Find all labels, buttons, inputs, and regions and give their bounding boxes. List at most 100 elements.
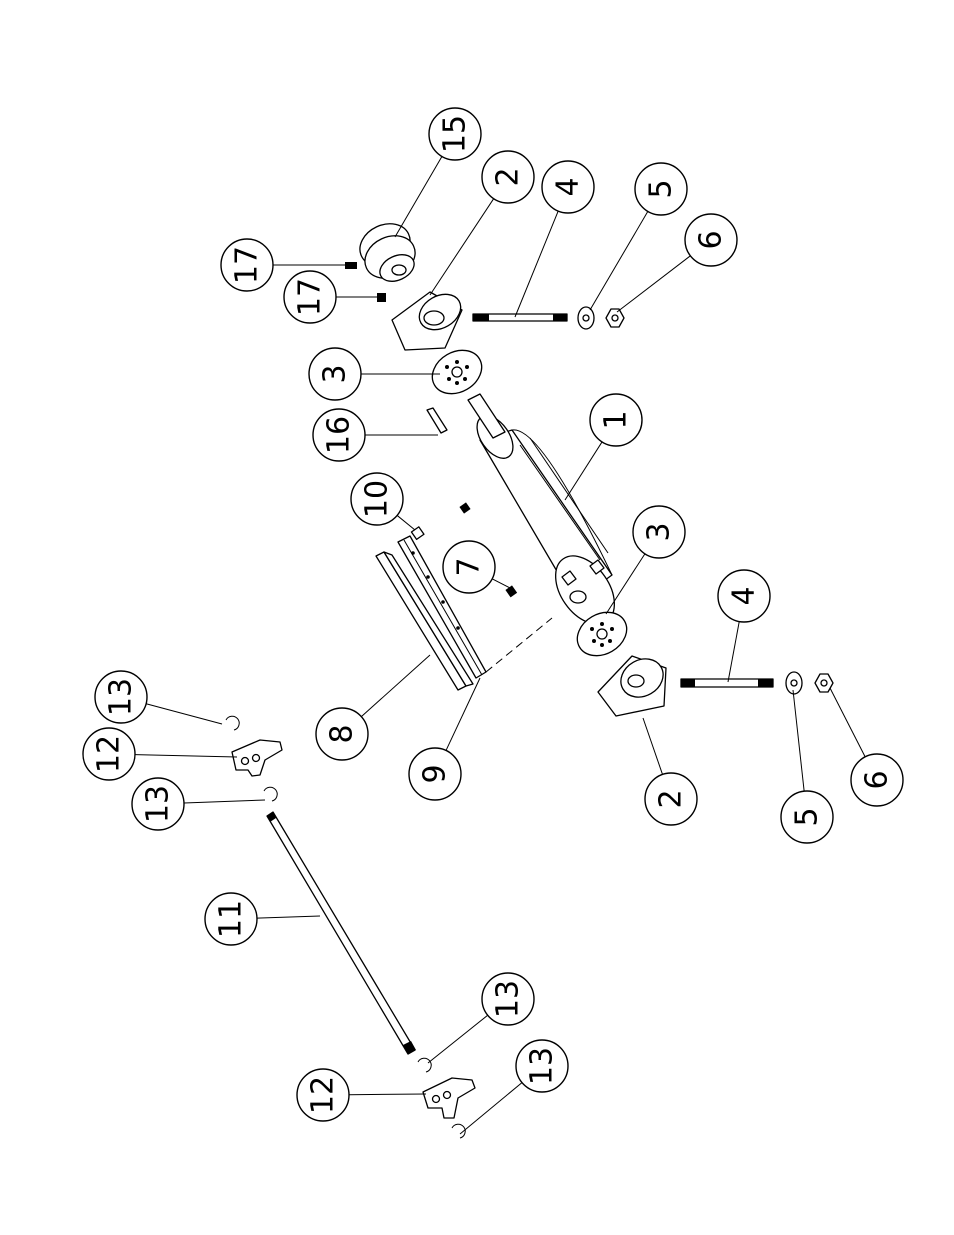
callout-number: 17 bbox=[230, 246, 265, 284]
angle-bracket bbox=[397, 535, 553, 679]
leader-line bbox=[564, 441, 603, 501]
callout-3: 3 bbox=[308, 347, 440, 401]
bearing-lower bbox=[576, 611, 628, 657]
housing-upper bbox=[391, 291, 463, 351]
threaded-rod-upper bbox=[472, 313, 568, 322]
callout-5: 5 bbox=[780, 689, 834, 844]
arm-lower bbox=[422, 1077, 476, 1119]
callout-2: 2 bbox=[642, 717, 698, 826]
roller-cylinder bbox=[467, 393, 616, 625]
callout-number: 6 bbox=[860, 770, 895, 789]
leader-line bbox=[727, 621, 740, 683]
callout-number: 3 bbox=[642, 522, 677, 541]
leader-line bbox=[605, 553, 646, 615]
callout-circle bbox=[634, 162, 688, 216]
leader-line bbox=[445, 677, 481, 751]
callout-2: 2 bbox=[429, 150, 535, 296]
callout-number: 5 bbox=[790, 807, 825, 826]
leader-line bbox=[361, 654, 431, 718]
leader-line bbox=[145, 703, 223, 725]
callout-number: 3 bbox=[318, 364, 353, 383]
pulley bbox=[359, 223, 416, 282]
plate bbox=[375, 551, 474, 691]
callout-8: 8 bbox=[315, 654, 431, 761]
callout-circle bbox=[684, 213, 738, 267]
callout-9: 9 bbox=[408, 677, 481, 801]
callout-number: 15 bbox=[438, 115, 473, 153]
leader-line bbox=[616, 255, 691, 313]
leader-line bbox=[183, 799, 266, 804]
callout-circle bbox=[515, 1039, 569, 1093]
key bbox=[426, 407, 448, 434]
leader-line bbox=[829, 687, 866, 758]
leader-line bbox=[642, 717, 663, 775]
callout-circle bbox=[481, 150, 535, 204]
callout-12: 12 bbox=[82, 727, 238, 781]
callout-number: 5 bbox=[644, 179, 679, 198]
callout-11: 11 bbox=[204, 892, 321, 946]
callout-13: 13 bbox=[131, 777, 266, 831]
leader-line bbox=[589, 211, 649, 311]
callout-number: 10 bbox=[360, 480, 395, 518]
callout-circle bbox=[481, 972, 535, 1026]
callout-number: 13 bbox=[141, 785, 176, 823]
callout-number: 13 bbox=[525, 1047, 560, 1085]
callout-circle bbox=[780, 790, 834, 844]
callout-4: 4 bbox=[717, 569, 771, 683]
callout-number: 13 bbox=[104, 678, 139, 716]
callout-13: 13 bbox=[427, 972, 535, 1064]
leader-line bbox=[394, 156, 443, 238]
callout-number: 13 bbox=[491, 980, 526, 1018]
housing-lower bbox=[597, 655, 667, 717]
callout-circle bbox=[408, 747, 462, 801]
callout-17: 17 bbox=[220, 238, 345, 292]
callout-number: 6 bbox=[694, 230, 729, 249]
leader-line bbox=[427, 1014, 489, 1064]
leader-line bbox=[134, 754, 238, 758]
callout-circle bbox=[220, 238, 274, 292]
callout-circle bbox=[312, 408, 366, 462]
screws bbox=[459, 502, 518, 598]
callout-1: 1 bbox=[564, 393, 643, 501]
callout-number: 8 bbox=[325, 724, 360, 743]
leader-line bbox=[256, 915, 321, 919]
threaded-rod-lower bbox=[680, 678, 774, 688]
callout-7: 7 bbox=[442, 540, 511, 594]
callout-12: 12 bbox=[296, 1068, 427, 1122]
washers-and-nuts bbox=[577, 306, 834, 695]
set-screws bbox=[345, 262, 386, 302]
callout-number: 17 bbox=[293, 278, 328, 316]
callout-circle bbox=[94, 670, 148, 724]
callout-15: 15 bbox=[394, 107, 482, 238]
callout-number: 7 bbox=[452, 557, 487, 576]
callout-circle bbox=[283, 270, 337, 324]
callout-6: 6 bbox=[616, 213, 738, 313]
bearing-upper bbox=[431, 349, 483, 395]
shaft bbox=[266, 811, 416, 1055]
arm-upper bbox=[231, 739, 283, 777]
callout-10: 10 bbox=[350, 472, 416, 531]
callout-number: 4 bbox=[727, 586, 762, 605]
retaining-clips bbox=[225, 715, 466, 1139]
callout-number: 2 bbox=[654, 789, 689, 808]
callout-circle bbox=[296, 1068, 350, 1122]
callout-6: 6 bbox=[829, 687, 904, 807]
callout-circle bbox=[82, 727, 136, 781]
callout-circle bbox=[131, 777, 185, 831]
leader-line bbox=[396, 515, 416, 531]
callout-circle bbox=[632, 505, 686, 559]
callout-number: 12 bbox=[306, 1076, 341, 1114]
callout-circle bbox=[541, 160, 595, 214]
callout-circle bbox=[850, 753, 904, 807]
leader-line bbox=[491, 578, 511, 589]
callout-13: 13 bbox=[94, 670, 223, 725]
callout-4: 4 bbox=[514, 160, 595, 318]
callout-13: 13 bbox=[459, 1039, 569, 1135]
callout-number: 9 bbox=[418, 764, 453, 783]
leader-line bbox=[514, 210, 559, 318]
callout-number: 16 bbox=[322, 416, 357, 454]
callout-number: 4 bbox=[551, 177, 586, 196]
callout-17: 17 bbox=[283, 270, 380, 324]
callout-circle bbox=[717, 569, 771, 623]
